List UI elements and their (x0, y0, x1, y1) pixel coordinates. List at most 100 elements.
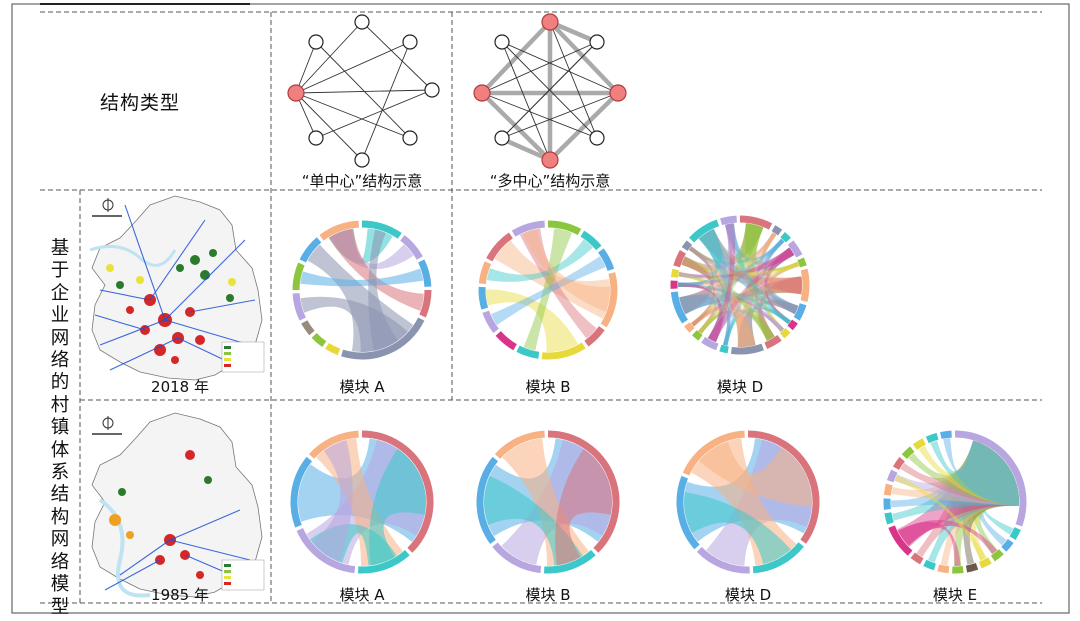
single-center-caption: “单中心”结构示意 (301, 172, 423, 190)
side-title: 基于企业网络的村镇体系结构网络模型 (50, 238, 70, 618)
multi-center-schematic (473, 13, 627, 169)
chord-segment (892, 457, 905, 470)
node (354, 152, 370, 168)
chord-ribbon (707, 311, 775, 343)
chord-ribbon (698, 228, 785, 263)
hub-node (609, 84, 627, 102)
chord-segment (543, 549, 596, 574)
chord-segment (495, 330, 517, 351)
chord-ribbon (894, 440, 1019, 506)
chord-1985-module-e (883, 430, 1027, 574)
chord-ribbon (758, 276, 803, 341)
chord-ribbon (679, 232, 777, 315)
chord-ribbon (744, 223, 775, 341)
chord-segment (730, 343, 764, 355)
chord-ribbon (698, 223, 735, 334)
chord-segment (670, 268, 680, 278)
chord-ribbon (688, 246, 803, 295)
chord-ribbon (698, 228, 777, 261)
chord-ribbon (894, 474, 987, 561)
chord-ribbon (688, 246, 730, 346)
node (494, 34, 510, 50)
chord-ribbon (312, 439, 353, 562)
chord-segment (793, 303, 807, 321)
chord-segment (311, 332, 327, 348)
chord-ribbon (761, 232, 803, 295)
node (589, 34, 605, 50)
chord-ribbon (758, 300, 799, 341)
chord-ribbon (677, 228, 722, 287)
chord-ribbon (968, 440, 1019, 535)
chord-ribbon (725, 223, 791, 325)
chord-segment (684, 322, 695, 333)
multi-center-caption: “多中心”结构示意 (489, 172, 611, 190)
chord-ribbon (679, 292, 799, 315)
node (308, 130, 324, 146)
chord-segment (797, 257, 807, 268)
chord-ribbon (745, 223, 800, 271)
chord-segment (486, 232, 513, 262)
chord-ribbon (890, 440, 1019, 508)
chord-segment (771, 225, 783, 236)
chord-ribbon (763, 261, 800, 332)
chord-segment (720, 215, 737, 226)
chord-segment (600, 272, 618, 328)
node (354, 14, 370, 30)
chord-ribbon (486, 239, 593, 282)
node (494, 130, 510, 146)
chord-ribbon (723, 247, 795, 346)
chord-segment (580, 230, 602, 251)
chord-ribbon (678, 247, 795, 279)
chord-ribbon (681, 256, 775, 341)
chord-segment (296, 527, 356, 574)
module-label: 模块 E (932, 586, 978, 604)
chord-ribbon (897, 440, 1019, 547)
module-label: 模块 B (525, 586, 571, 604)
chord-segment (747, 430, 820, 544)
chord-ribbon (678, 271, 775, 341)
chord-ribbon (892, 440, 1019, 521)
chord-segment (925, 432, 939, 444)
chord-ribbon (967, 440, 1019, 555)
chord-ribbon (698, 441, 812, 507)
chord-segment (292, 262, 305, 291)
chord-segment (516, 345, 540, 359)
node (589, 130, 605, 146)
chord-segment (541, 342, 586, 360)
chord-ribbon (490, 256, 606, 326)
chord-ribbon (679, 294, 791, 325)
chord-segment (357, 549, 410, 574)
chord-ribbon (698, 228, 791, 325)
chord-segment (511, 220, 546, 237)
chord-ribbon (677, 282, 717, 334)
chord-ribbon (688, 246, 799, 315)
chord-ribbon (494, 240, 610, 319)
module-label: 模块 B (525, 378, 571, 396)
chord-ribbon (940, 440, 1019, 566)
chord-ribbon (369, 448, 426, 566)
chord-ribbon (927, 440, 1019, 563)
chord-1985-module-d (676, 430, 820, 574)
chord-ribbon (765, 247, 799, 315)
chord-segment (739, 215, 773, 230)
chord-segment (478, 286, 489, 310)
hub-node (287, 84, 305, 102)
module-label: 模块 D (724, 586, 772, 604)
chord-ribbon (698, 310, 756, 348)
north-arrow-icon (92, 416, 122, 435)
chord-segment (670, 291, 689, 324)
chord-segment (990, 549, 1004, 562)
chord-ribbon (707, 223, 736, 343)
chord-ribbon (725, 223, 795, 265)
chord-ribbon (725, 223, 784, 332)
chord-segment (290, 456, 313, 528)
chord-ribbon (698, 228, 732, 346)
chord-ribbon (486, 289, 579, 353)
hub-node (541, 151, 559, 169)
chord-segment (361, 220, 402, 239)
chord-segment (341, 317, 425, 360)
chord-ribbon (930, 440, 1019, 506)
chord-ribbon (678, 261, 800, 280)
hub-node (473, 84, 491, 102)
chord-ribbon (679, 295, 730, 346)
